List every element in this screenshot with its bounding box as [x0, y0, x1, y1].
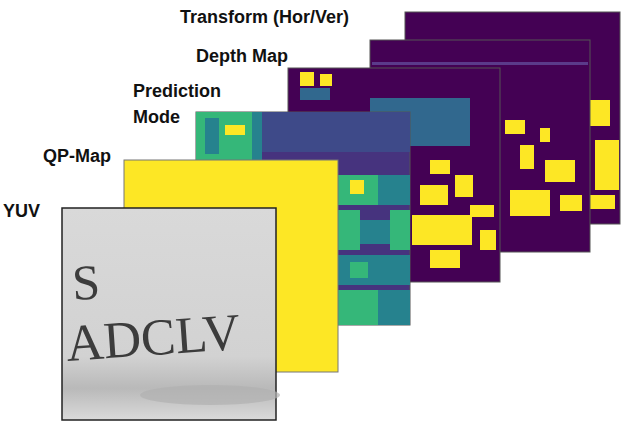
- layer-shape: [320, 74, 332, 86]
- layer-shape: [510, 190, 550, 216]
- layer-label: Transform (Hor/Ver): [180, 4, 349, 30]
- layer-shape: [430, 250, 460, 268]
- layer-label: Depth Map: [196, 43, 288, 69]
- layer-shape: [412, 215, 472, 245]
- layer-shape: [350, 262, 368, 278]
- layer-shape: [430, 160, 450, 174]
- layer-shape: [545, 160, 575, 182]
- layer-label: Prediction Mode: [133, 78, 243, 130]
- layer-shape: [338, 255, 410, 285]
- layer-shape: [338, 175, 378, 205]
- layer-label: QP-Map: [43, 143, 111, 169]
- layer-shape: [378, 175, 410, 205]
- prediction-mode-layer: Prediction Mode: [196, 112, 410, 325]
- layer-shape: [252, 112, 262, 160]
- layer-shape: [338, 210, 360, 250]
- layer-shape: [378, 290, 410, 325]
- layer-shape: [480, 230, 496, 250]
- layer-shape: [390, 210, 410, 250]
- layer-shape: [520, 145, 534, 169]
- layer-shape: [595, 140, 619, 190]
- layer-shape: [455, 175, 473, 197]
- depth-map-layer: Depth Map: [288, 68, 500, 282]
- layer-shape: [505, 120, 525, 134]
- transform-layer: Transform (Hor/Ver): [370, 12, 621, 252]
- layer-shape: [225, 125, 245, 135]
- yuv-image-layer: [62, 208, 280, 420]
- layer-shape: [420, 185, 448, 205]
- layer-shape: [350, 180, 364, 194]
- layer-shape: [300, 72, 314, 86]
- layer-shape: [140, 385, 280, 405]
- layer-shape: [205, 118, 219, 154]
- layer-shape: [540, 128, 550, 142]
- layer-shape: [590, 100, 610, 126]
- photo-text: S: [71, 257, 101, 308]
- qp-map-layer: QP-Map: [124, 160, 338, 372]
- layer-shape: [360, 220, 390, 244]
- yuv-layer: YUV: [62, 208, 276, 420]
- layer-label: YUV: [3, 198, 40, 224]
- layer-shape: [372, 62, 588, 65]
- layer-shape: [262, 112, 410, 152]
- layer-shape: [470, 205, 494, 217]
- layer-shape: [300, 88, 330, 100]
- layer-shape: [196, 112, 252, 160]
- layer-shape: [560, 195, 582, 211]
- layer-shape: [338, 290, 378, 325]
